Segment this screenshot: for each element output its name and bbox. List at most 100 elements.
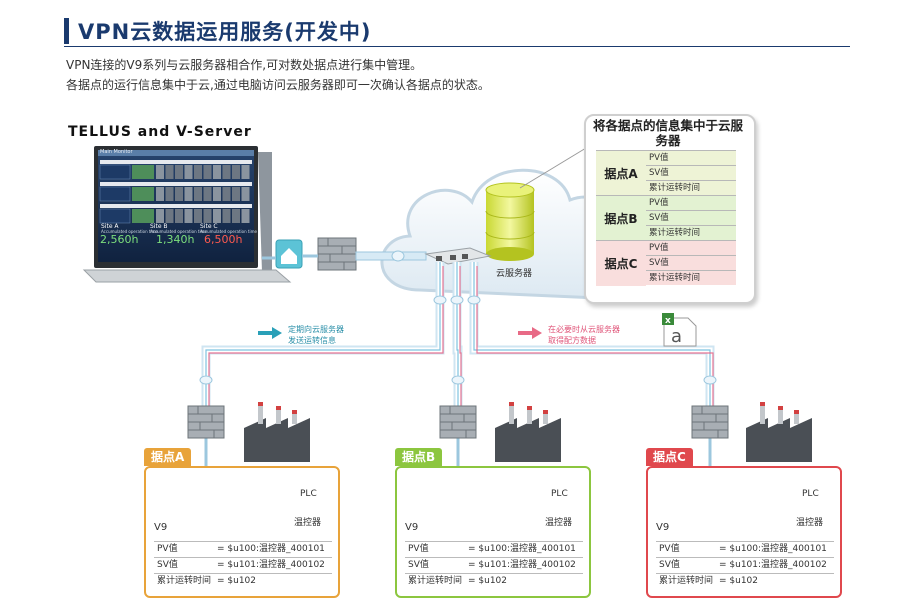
description-line-2: 各据点的运行信息集中于云,通过电脑访问云服务器即可一次确认各据点的状态。 bbox=[66, 78, 490, 92]
factory-icon bbox=[746, 402, 812, 462]
factory-icon bbox=[495, 402, 561, 462]
table-value: = $u100:温控器_400101 bbox=[468, 544, 576, 554]
temp-controller-label: 温控器 bbox=[294, 518, 322, 528]
cloud-server-database-icon bbox=[485, 182, 535, 261]
info-value-cell: PV值 bbox=[646, 240, 736, 255]
upload-arrow-icon bbox=[258, 327, 282, 339]
plc-label: PLC bbox=[802, 489, 819, 499]
title-divider bbox=[64, 46, 850, 47]
plc-label: PLC bbox=[300, 489, 317, 499]
site-box-c bbox=[646, 466, 842, 598]
table-row: SV值 = $u101:温控器_400102 bbox=[154, 557, 332, 573]
recipe-file-icon: x a bbox=[662, 313, 697, 347]
site-tag-c: 据点C bbox=[646, 448, 693, 466]
plc-label: PLC bbox=[551, 489, 568, 499]
temp-controller-label: 温控器 bbox=[545, 518, 573, 528]
info-value-cell: SV值 bbox=[646, 210, 736, 225]
laptop-site-c-hours: 6,500h bbox=[204, 233, 243, 246]
table-key: SV值 bbox=[157, 560, 178, 570]
table-value: = $u102 bbox=[719, 576, 759, 586]
laptop-site-b-sublabel: Accumulated operation time bbox=[150, 229, 207, 234]
laptop-site-b-label: Site B bbox=[150, 223, 168, 230]
vpn-pipe-site-b bbox=[450, 262, 465, 470]
laptop-site-b-hours: 1,340h bbox=[156, 233, 195, 246]
table-key: 累计运转时间 bbox=[408, 576, 463, 586]
info-site-cell: 据点B bbox=[596, 195, 646, 241]
table-row: 累计运转时间 = $u102 bbox=[154, 573, 332, 589]
table-key: PV值 bbox=[408, 544, 429, 554]
table-value: = $u101:温控器_400102 bbox=[719, 560, 827, 570]
table-value: = $u102 bbox=[217, 576, 257, 586]
laptop-site-a-label: Site A bbox=[101, 223, 119, 230]
laptop-site-c-label: Site C bbox=[200, 223, 218, 230]
site-tag-b: 据点B bbox=[395, 448, 443, 466]
laptop-screen-header: Main Monitor bbox=[100, 149, 133, 155]
vpn-pipe-site-c bbox=[467, 262, 717, 470]
table-key: SV值 bbox=[659, 560, 680, 570]
table-row: SV值 = $u101:温控器_400102 bbox=[656, 557, 834, 573]
info-value-cell: 累计运转时间 bbox=[646, 180, 736, 195]
site-box-b bbox=[395, 466, 591, 598]
info-value-cell: PV值 bbox=[646, 150, 736, 165]
page-title: VPN云数据运用服务(开发中) bbox=[78, 20, 372, 44]
site-box-a bbox=[144, 466, 340, 598]
factory-icon bbox=[244, 402, 310, 462]
info-value-cell: SV值 bbox=[646, 165, 736, 180]
table-key: 累计运转时间 bbox=[659, 576, 714, 586]
info-value-cell: PV值 bbox=[646, 195, 736, 210]
site-tag-a: 据点A bbox=[144, 448, 192, 466]
info-site-cell: 据点C bbox=[596, 240, 646, 286]
vpn-pipe-main bbox=[355, 251, 427, 261]
brand-label: TELLUS and V-Server bbox=[68, 124, 252, 140]
firewall-icon bbox=[317, 237, 357, 271]
laptop-site-a-sublabel: Accumulated operation time bbox=[101, 229, 158, 234]
vpn-pipes bbox=[199, 262, 717, 470]
svg-text:x: x bbox=[665, 316, 671, 326]
table-key: SV值 bbox=[408, 560, 429, 570]
description-line-1: VPN连接的V9系列与云服务器相合作,可对数处据点进行集中管理。 bbox=[66, 58, 423, 72]
monitor-panel-row bbox=[99, 182, 252, 202]
download-arrow-icon bbox=[518, 327, 542, 339]
table-row: SV值 = $u101:温控器_400102 bbox=[405, 557, 583, 573]
site-firewall-icon bbox=[187, 405, 225, 439]
vpn-pipe-site-a bbox=[199, 262, 447, 470]
router-home-icon bbox=[275, 239, 303, 269]
monitor-panel-row bbox=[99, 160, 252, 180]
site-firewall-icon bbox=[439, 405, 477, 439]
table-value: = $u101:温控器_400102 bbox=[217, 560, 325, 570]
v9-label: V9 bbox=[154, 522, 168, 533]
table-row: PV值 = $u100:温控器_400101 bbox=[154, 541, 332, 557]
v9-label: V9 bbox=[405, 522, 419, 533]
table-row: PV值 = $u100:温控器_400101 bbox=[405, 541, 583, 557]
info-value-cell: 累计运转时间 bbox=[646, 225, 736, 240]
table-key: PV值 bbox=[659, 544, 680, 554]
network-hub-icon bbox=[424, 247, 492, 265]
table-value: = $u100:温控器_400101 bbox=[217, 544, 325, 554]
info-site-cell: 据点A bbox=[596, 150, 646, 196]
table-value: = $u102 bbox=[468, 576, 508, 586]
v9-label: V9 bbox=[656, 522, 670, 533]
table-key: 累计运转时间 bbox=[157, 576, 212, 586]
laptop-site-a-hours: 2,560h bbox=[100, 233, 139, 246]
info-box-title: 将各据点的信息集中于云服务器 bbox=[592, 118, 743, 148]
laptop-site-c-sublabel: Accumulated operation time bbox=[200, 229, 257, 234]
site-firewall-icon bbox=[691, 405, 729, 439]
upload-annotation: 定期向云服务器 发送运转信息 bbox=[288, 325, 344, 345]
download-annotation: 在必要时从云服务器 取得配方数据 bbox=[548, 325, 620, 345]
callout-line bbox=[519, 147, 587, 189]
info-value-cell: 累计运转时间 bbox=[646, 270, 736, 285]
table-row: PV值 = $u100:温控器_400101 bbox=[656, 541, 834, 557]
monitor-panel-row bbox=[99, 204, 252, 224]
info-value-cell: SV值 bbox=[646, 255, 736, 270]
table-value: = $u100:温控器_400101 bbox=[719, 544, 827, 554]
cloud-server-label: 云服务器 bbox=[496, 269, 533, 279]
temp-controller-label: 温控器 bbox=[796, 518, 824, 528]
title-accent-bar bbox=[64, 18, 69, 44]
table-value: = $u101:温控器_400102 bbox=[468, 560, 576, 570]
table-key: PV值 bbox=[157, 544, 178, 554]
table-row: 累计运转时间 = $u102 bbox=[405, 573, 583, 589]
table-row: 累计运转时间 = $u102 bbox=[656, 573, 834, 589]
